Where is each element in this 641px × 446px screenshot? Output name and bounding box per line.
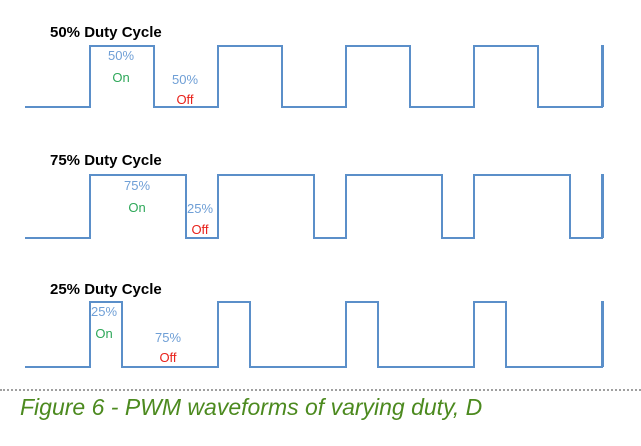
on-label: On [112,70,129,85]
off-label: Off [159,350,176,365]
on-percent-label: 75% [124,178,150,193]
off-percent-label: 75% [155,330,181,345]
on-percent-label: 25% [91,304,117,319]
figure-caption: Figure 6 - PWM waveforms of varying duty… [20,394,483,420]
on-label: On [95,326,112,341]
panel-50-duty: 50% Duty Cycle 50% On 50% Off [25,24,604,108]
pwm-waveform [25,174,604,239]
off-label: Off [176,92,193,107]
off-label: Off [191,222,208,237]
panel-title: 50% Duty Cycle [50,24,162,41]
panel-75-duty: 75% Duty Cycle 75% On 25% Off [25,152,604,239]
panel-title: 75% Duty Cycle [50,152,162,169]
caption-divider [0,389,641,391]
on-percent-label: 50% [108,48,134,63]
panel-25-duty: 25% Duty Cycle 25% On 75% Off [25,281,604,368]
pwm-waveform [25,301,604,368]
pwm-diagram: 50% Duty Cycle 50% On 50% Off 75% Duty C… [25,24,604,368]
off-percent-label: 25% [187,201,213,216]
pwm-waveform [25,45,604,108]
on-label: On [128,200,145,215]
panel-title: 25% Duty Cycle [50,281,162,298]
off-percent-label: 50% [172,72,198,87]
